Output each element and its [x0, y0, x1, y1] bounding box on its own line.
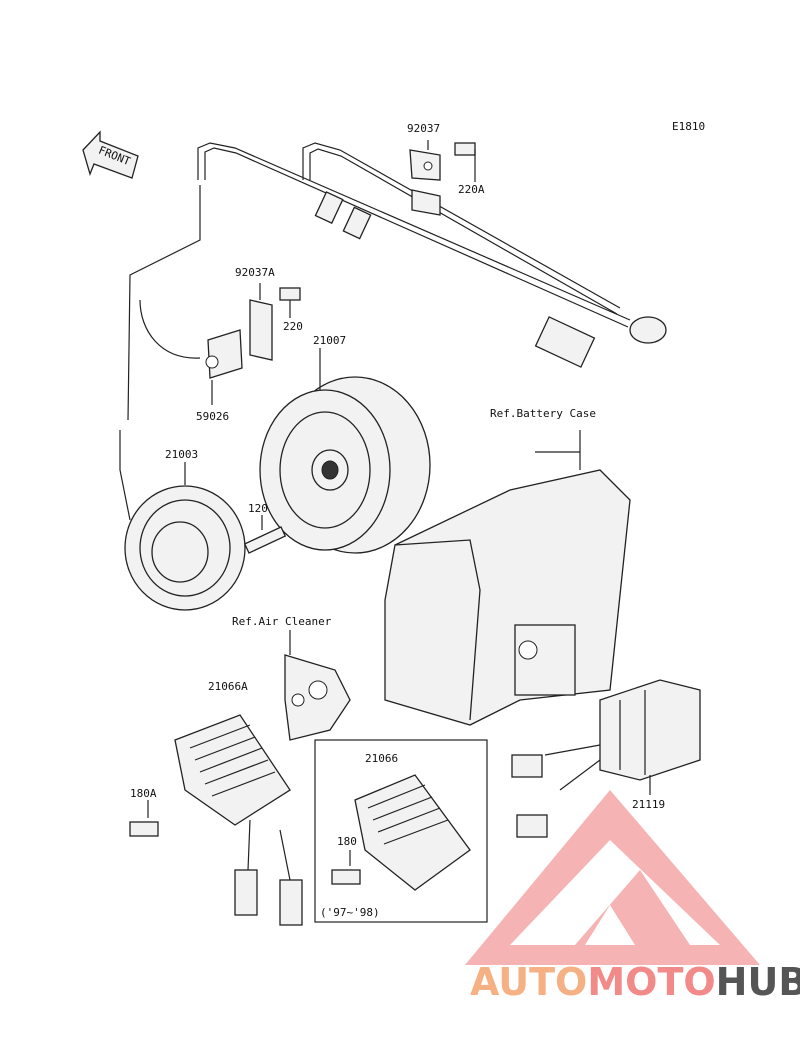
battery-case — [384, 430, 631, 726]
bracket-92037 — [409, 140, 476, 216]
label-years: ('97~'98) — [320, 906, 380, 919]
bolt-120 — [243, 515, 287, 554]
label-180: 180 — [337, 835, 357, 848]
variant-box — [314, 739, 488, 923]
regulator-21066A — [129, 714, 303, 926]
bolt-220 — [279, 287, 301, 301]
label-21066: 21066 — [365, 752, 398, 765]
air-cleaner-bracket — [284, 630, 351, 741]
label-180A: 180A — [130, 787, 157, 800]
label-220: 220 — [283, 320, 303, 333]
igniter-21119 — [511, 679, 701, 838]
label-220A: 220A — [458, 183, 485, 196]
label-21119: 21119 — [632, 798, 665, 811]
label-59026: 59026 — [196, 410, 229, 423]
label-21003: 21003 — [165, 448, 198, 461]
label-battery-case: Ref.Battery Case — [490, 407, 596, 420]
connector-round — [629, 316, 667, 344]
watermark-logo — [465, 790, 760, 965]
watermark-text: AUTOMOTOHUB — [470, 960, 800, 1004]
label-21066A: 21066A — [208, 680, 248, 693]
bracket-92037A — [205, 283, 301, 405]
stator-21003 — [124, 462, 246, 611]
diagram-code: E1810 — [672, 120, 705, 133]
label-92037: 92037 — [407, 122, 440, 135]
label-92037A: 92037A — [235, 266, 275, 279]
watermark-hub: HUB — [716, 960, 800, 1004]
label-air-cleaner: Ref.Air Cleaner — [232, 615, 332, 628]
rotor-21007 — [259, 348, 431, 554]
bolt-220A — [454, 142, 476, 156]
label-120: 120 — [248, 502, 268, 515]
watermark-auto: AUTO — [470, 960, 587, 1004]
connector-plug — [534, 316, 596, 368]
bolt-180A — [129, 821, 159, 837]
bolt-180 — [331, 869, 361, 885]
variant-frame — [314, 739, 488, 923]
watermark-moto: MOTO — [587, 960, 715, 1004]
label-21007: 21007 — [313, 334, 346, 347]
front-arrow-icon: FRONT — [82, 130, 139, 179]
